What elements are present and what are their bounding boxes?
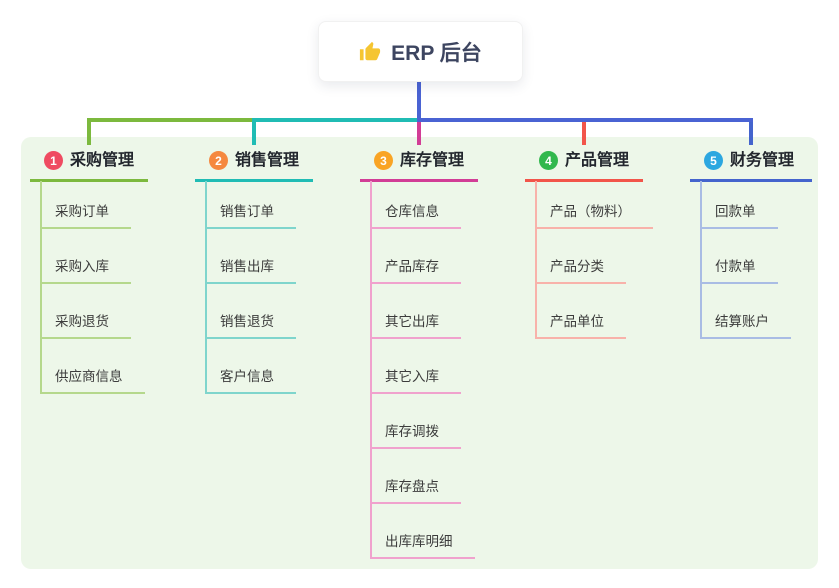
branch-badge-4: 4 [539, 151, 558, 170]
child-node[interactable]: 付款单 [700, 229, 778, 284]
child-node-label: 出库库明细 [385, 534, 453, 549]
child-node-label: 仓库信息 [385, 204, 439, 219]
branch-child-rail-2 [205, 181, 207, 394]
child-node[interactable]: 回款单 [700, 174, 778, 229]
child-node-label: 销售订单 [220, 204, 274, 219]
child-node-label: 采购退货 [55, 314, 109, 329]
branch-title-1[interactable]: 采购管理 [70, 152, 135, 169]
branch-connector-1 [87, 118, 91, 145]
child-node-label: 付款单 [715, 259, 756, 274]
child-node[interactable]: 产品（物料） [535, 174, 653, 229]
root-connector [417, 79, 421, 122]
child-node-label: 其它出库 [385, 314, 439, 329]
branch-children-4: 产品（物料） 产品分类产品单位 [535, 174, 653, 339]
branch-connector-2 [252, 118, 256, 145]
branch-child-rail-5 [700, 181, 702, 339]
branch-underline-3 [360, 179, 478, 182]
child-node[interactable]: 客户信息 [205, 339, 296, 394]
child-node-label: 产品（物料） [550, 204, 631, 219]
child-node[interactable]: 销售订单 [205, 174, 296, 229]
branch-title-5[interactable]: 财务管理 [730, 152, 795, 169]
child-node[interactable]: 产品库存 [370, 229, 461, 284]
branch-child-rail-1 [40, 181, 42, 394]
bus-segment-green [87, 118, 256, 122]
child-node[interactable]: 销售退货 [205, 284, 296, 339]
child-node-label: 销售出库 [220, 259, 274, 274]
child-node[interactable]: 供应商信息 [40, 339, 145, 394]
child-node[interactable]: 销售出库 [205, 229, 296, 284]
child-node[interactable]: 库存盘点 [370, 449, 461, 504]
branch-title-4[interactable]: 产品管理 [565, 152, 630, 169]
child-node[interactable]: 产品分类 [535, 229, 626, 284]
child-node[interactable]: 出库库明细 [370, 504, 475, 559]
child-node[interactable]: 库存调拨 [370, 394, 461, 449]
branch-badge-2: 2 [209, 151, 228, 170]
child-node-label: 库存调拨 [385, 424, 439, 439]
child-node-label: 库存盘点 [385, 479, 439, 494]
child-node-label: 产品分类 [550, 259, 604, 274]
branch-connector-4 [582, 118, 586, 145]
child-node-label: 客户信息 [220, 369, 274, 384]
child-node[interactable]: 采购订单 [40, 174, 131, 229]
branch-child-rail-4 [535, 181, 537, 339]
branch-children-2: 销售订单销售出库销售退货客户信息 [205, 174, 296, 394]
child-node-label: 产品单位 [550, 314, 604, 329]
branch-underline-4 [525, 179, 643, 182]
branch-underline-2 [195, 179, 313, 182]
child-node[interactable]: 采购入库 [40, 229, 131, 284]
branch-connector-3 [417, 118, 421, 145]
child-node-label: 销售退货 [220, 314, 274, 329]
child-node[interactable]: 采购退货 [40, 284, 131, 339]
child-node-label: 结算账户 [715, 314, 769, 329]
child-node[interactable]: 结算账户 [700, 284, 791, 339]
branch-underline-1 [30, 179, 148, 182]
child-node-label: 产品库存 [385, 259, 439, 274]
child-node[interactable]: 其它出库 [370, 284, 461, 339]
branch-title-3[interactable]: 库存管理 [400, 152, 465, 169]
branch-underline-5 [690, 179, 812, 182]
branch-connector-5 [749, 118, 753, 145]
bus-segment-blue [417, 118, 753, 122]
child-node-label: 其它入库 [385, 369, 439, 384]
branch-badge-1: 1 [44, 151, 63, 170]
branch-title-2[interactable]: 销售管理 [235, 152, 300, 169]
branch-children-3: 仓库信息产品库存其它出库其它入库库存调拨库存盘点出库库明细 [370, 174, 475, 559]
diagram-panel [21, 137, 818, 569]
bus-segment-teal [252, 118, 421, 122]
branch-badge-3: 3 [374, 151, 393, 170]
branch-children-1: 采购订单采购入库采购退货供应商信息 [40, 174, 145, 394]
child-node[interactable]: 仓库信息 [370, 174, 461, 229]
root-node[interactable]: ERP 后台 [318, 21, 523, 82]
child-node[interactable]: 产品单位 [535, 284, 626, 339]
root-node-label: ERP 后台 [391, 41, 482, 65]
branch-badge-5: 5 [704, 151, 723, 170]
child-node-label: 供应商信息 [55, 369, 123, 384]
child-node-label: 回款单 [715, 204, 756, 219]
child-node[interactable]: 其它入库 [370, 339, 461, 394]
branch-child-rail-3 [370, 181, 372, 559]
child-node-label: 采购入库 [55, 259, 109, 274]
child-node-label: 采购订单 [55, 204, 109, 219]
branch-children-5: 回款单付款单结算账户 [700, 174, 791, 339]
thumbs-up-icon [359, 41, 381, 63]
